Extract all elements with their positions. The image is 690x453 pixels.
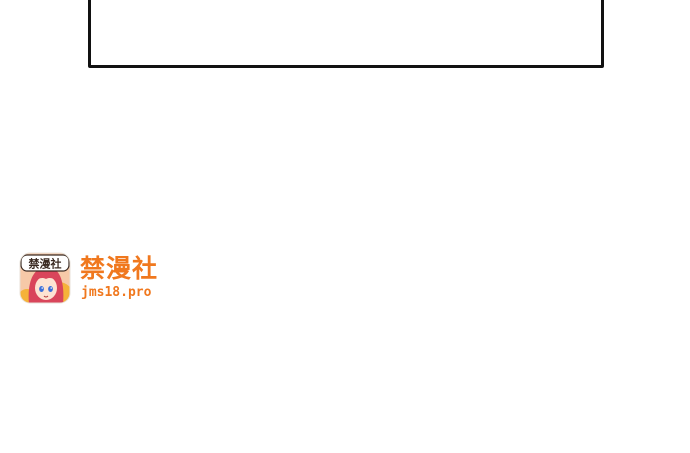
site-watermark: 禁漫社 禁漫社 jms18.pro	[19, 252, 169, 304]
app-logo-icon: 禁漫社	[19, 252, 71, 304]
logo-text: 禁漫社	[29, 257, 62, 271]
watermark-url: jms18.pro	[81, 285, 152, 300]
watermark-title: 禁漫社	[80, 254, 159, 283]
comic-panel-frame	[88, 0, 604, 68]
